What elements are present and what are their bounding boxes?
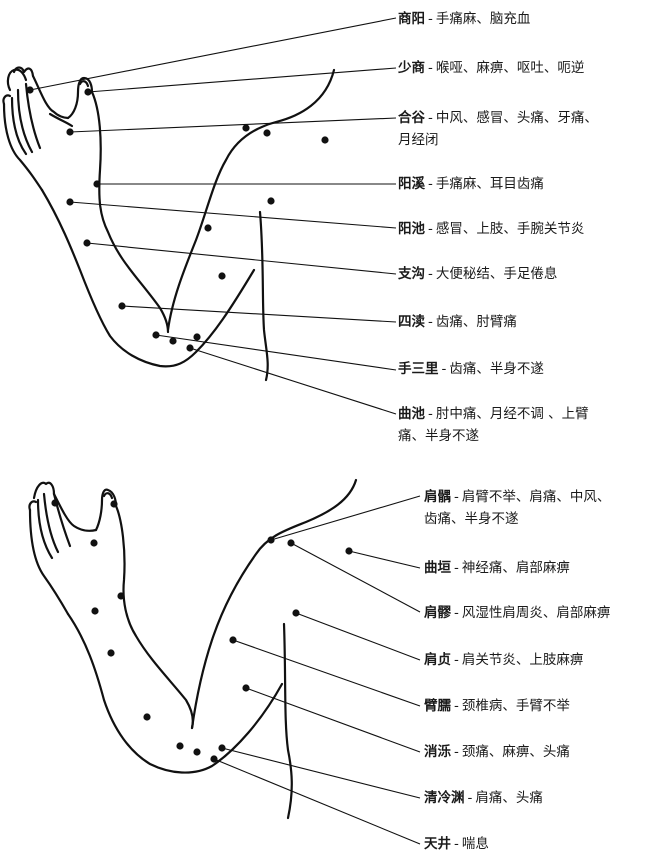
acupoint-label-quchi: 曲池-肘中痛、月经不调 、上臂 痛、半身不遂 [398,403,589,447]
point-indications: 手痛麻、脑充血 [435,11,531,27]
point-name: 臂臑 [424,698,451,714]
acupoint-label-shangyang: 商阳-手痛麻、脑充血 [398,11,531,27]
point-name: 四渎 [398,314,425,330]
point-indications-cont: 月经闭 [398,132,439,148]
point-indications: 喉哑、麻痹、呕吐、呃逆 [435,60,585,76]
acupoint-label-hegu: 合谷-中风、感冒、头痛、牙痛、 月经闭 [398,107,598,151]
point-indications: 颈椎病、手臂不举 [461,698,570,714]
point-name: 肩髃 [424,489,451,505]
point-name: 肩贞 [424,652,451,668]
point-name: 手三里 [398,361,439,377]
acupoint-label-sidu: 四渎-齿痛、肘臂痛 [398,314,517,330]
point-name: 阳池 [398,221,425,237]
point-name: 肩髎 [424,605,451,621]
point-indications: 中风、感冒、头痛、牙痛、 [435,110,598,126]
point-indications: 肘中痛、月经不调 、上臂 [435,406,589,422]
acupoint-label-zhigou: 支沟-大便秘结、手足倦息 [398,266,558,282]
leader-lines [29,17,421,845]
acupoint-label-qinglengyuan: 清冷渊-肩痛、头痛 [424,790,543,806]
point-name: 阳溪 [398,176,425,192]
point-indications: 感冒、上肢、手腕关节炎 [435,221,585,237]
point-name: 天井 [424,836,451,852]
acupoint-label-jianyu: 肩髃-肩臂不举、肩痛、中风、 齿痛、半身不遂 [424,486,610,530]
point-name: 支沟 [398,266,425,282]
point-indications: 肩痛、头痛 [475,790,543,806]
point-name: 消泺 [424,744,451,760]
point-name: 曲池 [398,406,425,422]
point-indications: 齿痛、半身不遂 [449,361,544,377]
point-indications: 肩关节炎、上肢麻痹 [461,652,584,668]
point-indications: 齿痛、肘臂痛 [435,314,517,330]
acupoint-label-tianjing: 天井-喘息 [424,836,489,852]
point-indications: 风湿性肩周炎、肩部麻痹 [461,605,611,621]
point-name: 少商 [398,60,425,76]
acupoint-dots [26,86,353,763]
acupoint-label-shousanli: 手三里-齿痛、半身不遂 [398,361,544,377]
point-indications-cont: 痛、半身不遂 [398,428,479,444]
point-indications: 喘息 [461,836,489,852]
acupoint-label-yangxi: 阳溪-手痛麻、耳目齿痛 [398,176,544,192]
point-name: 曲垣 [424,560,451,576]
point-indications: 肩臂不举、肩痛、中风、 [461,489,611,505]
acupoint-label-binao: 臂臑-颈椎病、手臂不举 [424,698,570,714]
acupoint-label-xiaoluo: 消泺-颈痛、麻痹、头痛 [424,744,570,760]
point-name: 合谷 [398,110,425,126]
point-indications: 神经痛、肩部麻痹 [461,560,570,576]
acupoint-label-yangchi: 阳池-感冒、上肢、手腕关节炎 [398,221,585,237]
point-indications-cont: 齿痛、半身不遂 [424,511,519,527]
point-name: 清冷渊 [424,790,465,806]
point-name: 商阳 [398,11,425,27]
point-indications: 颈痛、麻痹、头痛 [461,744,570,760]
point-indications: 手痛麻、耳目齿痛 [435,176,544,192]
acupoint-label-jianliao: 肩髎-风湿性肩周炎、肩部麻痹 [424,605,611,621]
point-indications: 大便秘结、手足倦息 [435,266,558,282]
acupoint-label-shaoshang: 少商-喉哑、麻痹、呕吐、呃逆 [398,60,585,76]
upper-arm-outline [2,66,336,382]
acupoint-label-quyuan: 曲垣-神经痛、肩部麻痹 [424,560,570,576]
acupoint-label-jianzhen: 肩贞-肩关节炎、上肢麻痹 [424,652,584,668]
lower-arm-outline [28,478,358,820]
